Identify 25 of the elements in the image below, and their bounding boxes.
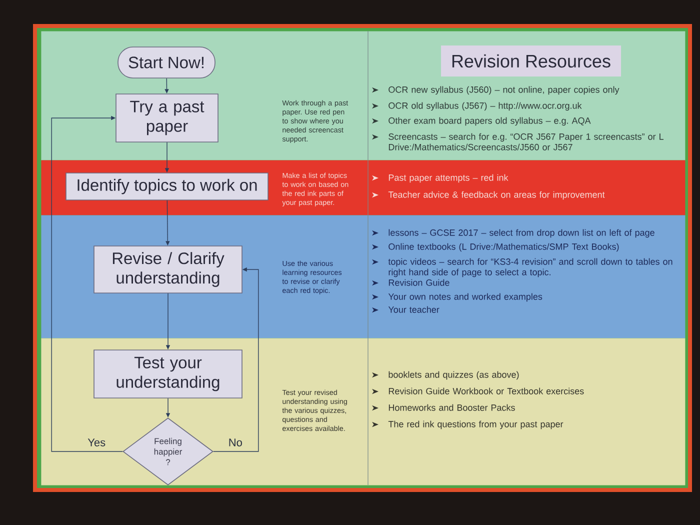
list-item: Revision Guide bbox=[388, 279, 450, 286]
list-item: Revision Guide Workbook or Textbook exercises bbox=[388, 388, 584, 394]
edge-label: No bbox=[227, 438, 244, 448]
list-item: The red ink questions from your past paper bbox=[388, 420, 564, 430]
list-item: OCR new syllabus (J560) – not online, paper copies only bbox=[388, 86, 620, 95]
list-item: Past paper attempts – red ink bbox=[388, 174, 508, 183]
list-item: Your teacher bbox=[388, 306, 440, 313]
list-item: Screencasts – search for e.g. “OCR J567 Paper 1 screencasts” or L Drive:/Mathematics/Screencasts/J560 or J567 bbox=[388, 133, 664, 150]
list-item: booklets and quizzes (as above) bbox=[388, 371, 519, 380]
list-item: topic videos – search for “KS3-4 revision” and scroll down to tables on right hand side of page to select a topic. bbox=[388, 258, 672, 278]
process-box: Test your understanding bbox=[94, 350, 242, 398]
process-box: Try a past paper bbox=[116, 94, 218, 142]
list-item: Your own notes and worked examples bbox=[388, 293, 542, 302]
list-item: Homeworks and Booster Packs bbox=[388, 404, 515, 411]
list-item: lessons – GCSE 2017 – select from drop down list on left of page bbox=[388, 229, 654, 238]
list-item: Online textbooks (L Drive:/Mathematics/SMP Text Books) bbox=[388, 243, 619, 252]
process-box: Identify topics to work on bbox=[66, 172, 268, 200]
start-terminal: Start Now! bbox=[118, 46, 216, 78]
heading-box: Revision Resources bbox=[441, 46, 621, 76]
edge-label: Yes bbox=[86, 438, 107, 448]
list-item: Teacher advice & feedback on areas for improvement bbox=[388, 191, 605, 200]
process-box: Revise / Clarify understanding bbox=[94, 246, 242, 294]
list-item: Other exam board papers old syllabus – e.g. AQA bbox=[388, 117, 591, 126]
list-item: OCR old syllabus (J567) – http://www.ocr.org.uk bbox=[388, 102, 582, 111]
arrow bbox=[51, 116, 123, 452]
